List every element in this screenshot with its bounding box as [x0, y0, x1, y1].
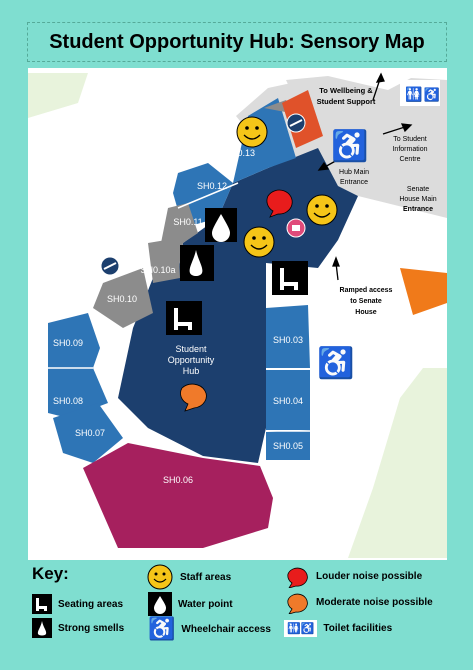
red-speech-bubble-icon — [287, 567, 308, 588]
smiley-icon — [147, 564, 173, 590]
key-label-smells: Strong smells — [58, 622, 125, 634]
label-sh011: SH0.11 — [173, 217, 202, 227]
label-ramped-1: Ramped access — [340, 287, 393, 294]
room-sh010a — [148, 238, 180, 283]
key-label-louder: Louder noise possible — [316, 570, 423, 582]
direction-arrows — [317, 72, 413, 281]
accessibility-badge-icon — [286, 113, 306, 133]
accessibility-badge-icon-left — [100, 256, 120, 276]
moderate-noise-icon — [180, 383, 207, 412]
label-sh013: SH0.13 — [225, 148, 255, 158]
green-area-bottom-right — [348, 368, 447, 558]
orange-speech-bubble-icon — [287, 593, 308, 614]
label-wellbeing-1: To Wellbeing & — [319, 86, 373, 95]
key-label-seating: Seating areas — [58, 598, 124, 610]
water-point-icon — [205, 208, 237, 242]
key-item-seating: Seating areas — [32, 594, 123, 614]
key-item-staff: Staff areas — [146, 564, 231, 590]
key-item-smells: Strong smells — [32, 618, 124, 638]
seating-icon — [32, 594, 52, 614]
label-hub-entrance-2: Entrance — [340, 179, 368, 186]
wheelchair-icon: ♿ — [148, 616, 176, 641]
divider-lines — [48, 182, 310, 432]
room-sh009 — [48, 313, 100, 368]
seating-area-icon-1 — [272, 261, 308, 295]
label-senate-1: Senate — [407, 186, 429, 193]
label-sh006: SH0.06 — [163, 475, 193, 485]
map-key: Key: Seating areas Strong smells Staff a… — [28, 560, 447, 668]
seating-area-icon-2 — [166, 301, 202, 335]
svg-text:🚻: 🚻 — [405, 86, 422, 103]
label-sh010a: SH0.10a — [140, 265, 175, 275]
key-item-water: Water point — [148, 592, 233, 616]
label-wellbeing-2: Student Support — [317, 97, 376, 106]
label-sh012: SH0.12 — [197, 181, 227, 191]
wheelchair-icon-ramp: ♿ — [317, 345, 354, 380]
room-sh010 — [93, 268, 153, 328]
green-area-top-left — [28, 73, 88, 118]
louder-noise-icon — [266, 189, 293, 218]
svg-text:♿: ♿ — [424, 87, 440, 102]
toilet-icon: 🚻♿ — [284, 620, 318, 637]
key-label-moderate: Moderate noise possible — [316, 596, 433, 608]
hub-label-line-3: Hub — [183, 366, 200, 376]
room-sh004 — [266, 370, 310, 430]
label-sh005: SH0.05 — [273, 441, 303, 451]
label-info-centre-3: Centre — [399, 156, 420, 163]
key-label-staff: Staff areas — [180, 571, 232, 583]
label-hub-entrance-1: Hub Main — [339, 169, 369, 176]
key-label-wheelchair: Wheelchair access — [181, 623, 271, 635]
label-sh008: SH0.08 — [53, 396, 83, 406]
orange-accent-shape — [400, 268, 447, 315]
staff-area-icon-2 — [306, 194, 338, 226]
key-item-moderate: Moderate noise possible — [284, 590, 433, 614]
key-label-toilet: Toilet facilities — [323, 623, 393, 634]
label-sh007: SH0.07 — [75, 428, 105, 438]
label-info-centre-1: To Student — [393, 136, 427, 143]
room-sh003 — [266, 305, 310, 368]
label-sh009: SH0.09 — [53, 338, 83, 348]
wheelchair-icon-hub-entrance: ♿ — [331, 128, 368, 163]
room-sh005 — [266, 430, 310, 460]
staff-area-icon-3 — [243, 226, 275, 258]
floor-map-svg: SH0.13 SH0.12 SH0.11 SH0.10a SH0.10 SH0.… — [28, 72, 447, 558]
room-sh007 — [53, 403, 123, 463]
label-sh010: SH0.10 — [107, 294, 137, 304]
page-title: Student Opportunity Hub: Sensory Map — [27, 22, 447, 62]
hub-label-line-2: Opportunity — [168, 355, 215, 365]
toilet-header-icon: 🚻 ♿ — [400, 80, 440, 106]
room-sh006 — [83, 443, 273, 548]
label-info-centre-2: Information — [392, 146, 427, 153]
label-senate-3: Entrance — [403, 206, 433, 213]
label-ramped-2: to Senate — [350, 298, 382, 305]
label-senate-2: House Main — [399, 196, 436, 203]
key-label-water: Water point — [178, 598, 233, 610]
path-area-top-right — [286, 76, 447, 218]
staff-area-icon-1 — [236, 116, 268, 148]
key-title: Key: — [32, 564, 69, 583]
nose-icon — [32, 618, 52, 638]
strong-smells-icon — [180, 245, 214, 281]
key-item-louder: Louder noise possible — [284, 564, 422, 588]
label-sh003: SH0.03 — [273, 335, 303, 345]
floor-map: SH0.13 SH0.12 SH0.11 SH0.10a SH0.10 SH0.… — [28, 68, 447, 560]
key-item-wheelchair: ♿ Wheelchair access — [148, 618, 271, 640]
water-drop-icon — [148, 592, 172, 616]
label-ramped-3: House — [355, 309, 377, 316]
label-sh004: SH0.04 — [273, 396, 303, 406]
key-item-toilet: 🚻♿ Toilet facilities — [284, 620, 392, 637]
hub-label-line-1: Student — [175, 344, 207, 354]
printer-icon — [286, 218, 306, 238]
